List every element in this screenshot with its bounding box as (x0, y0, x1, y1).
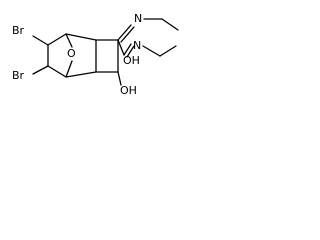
bond-c-amidine-upper-n-double-a (117, 24, 132, 41)
bond-c-amidine-upper-n-double-b (120, 26, 135, 43)
bond-c-amidine-lower-n-double-b (126, 45, 135, 58)
bond-cbr2-bridgehead-bottom (47, 65, 67, 78)
atom-label-amide-n-upper: N (134, 12, 142, 25)
atom-label-br-top: Br (12, 24, 25, 37)
atom-label-br-bottom: Br (12, 69, 25, 82)
atom-label-bridge-oxygen: O (67, 47, 76, 60)
bond-skeleton (32, 18, 179, 86)
bond-c-amidine-upper-oh (117, 39, 125, 56)
bond-cbr2-br (32, 65, 49, 75)
bond-ethyl-upper-c1-c2 (161, 18, 179, 31)
bond-cbr1-br (32, 35, 49, 46)
atom-labels: Br Br O N N OH OH (12, 12, 142, 97)
bond-n-lower-ethyl-c1 (142, 45, 161, 57)
bond-bridgehead-bottom-c-lower (65, 71, 97, 78)
bond-oxygen-bridgehead-bottom (65, 60, 73, 78)
chemical-structure-diagram: Br Br O N N OH OH (12, 12, 179, 97)
bond-c-amidine-lower-n-double-a (123, 43, 132, 56)
bond-bridgehead-top-c-upper (65, 33, 97, 41)
atom-label-amide-n-lower: N (133, 39, 141, 52)
bond-ethyl-lower-c1-c2 (159, 45, 177, 57)
atom-label-oh-upper: OH (123, 54, 140, 67)
bond-bridgehead-top-oxygen (65, 33, 73, 48)
atom-label-oh-lower: OH (120, 84, 137, 97)
bond-c-amidine-lower-oh (117, 71, 122, 86)
bond-cbr1-bridgehead-top (47, 33, 67, 46)
